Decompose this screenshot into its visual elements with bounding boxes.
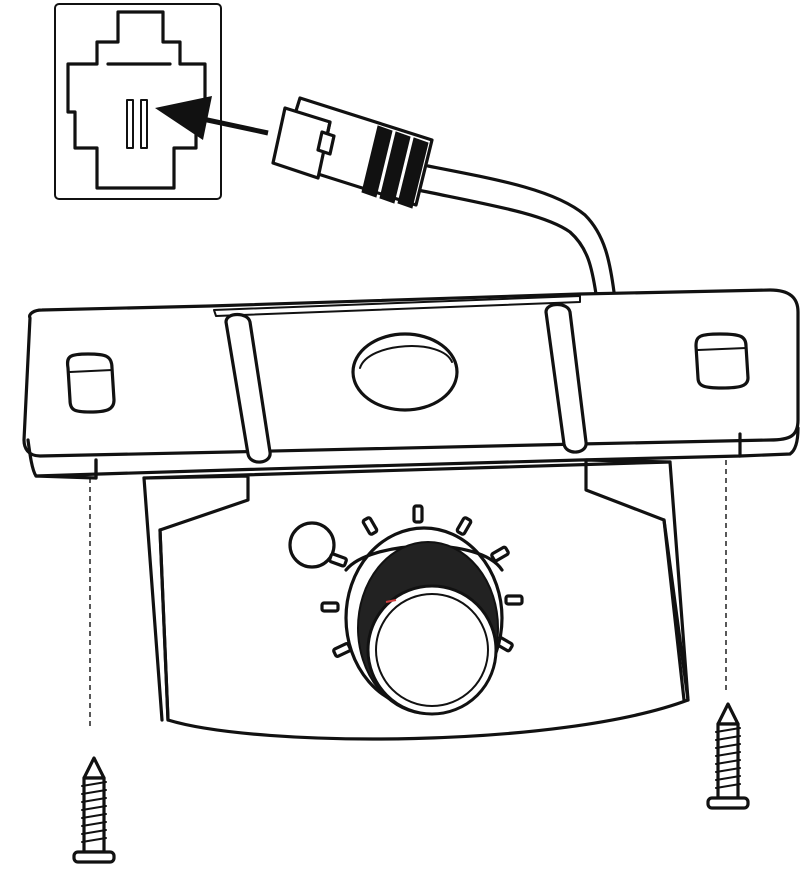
cable	[426, 164, 616, 294]
knob-scale	[320, 504, 524, 658]
volume-knob-icon	[344, 526, 504, 716]
mounting-bracket-icon	[22, 288, 800, 480]
insert-arrow-icon	[155, 96, 269, 140]
mounting-screw-icon	[706, 702, 750, 810]
modular-plug-icon	[271, 96, 434, 209]
indicator-lamp-icon	[288, 521, 336, 569]
rj-jack-detail-icon	[54, 3, 222, 200]
mounting-screw-icon	[72, 756, 116, 864]
